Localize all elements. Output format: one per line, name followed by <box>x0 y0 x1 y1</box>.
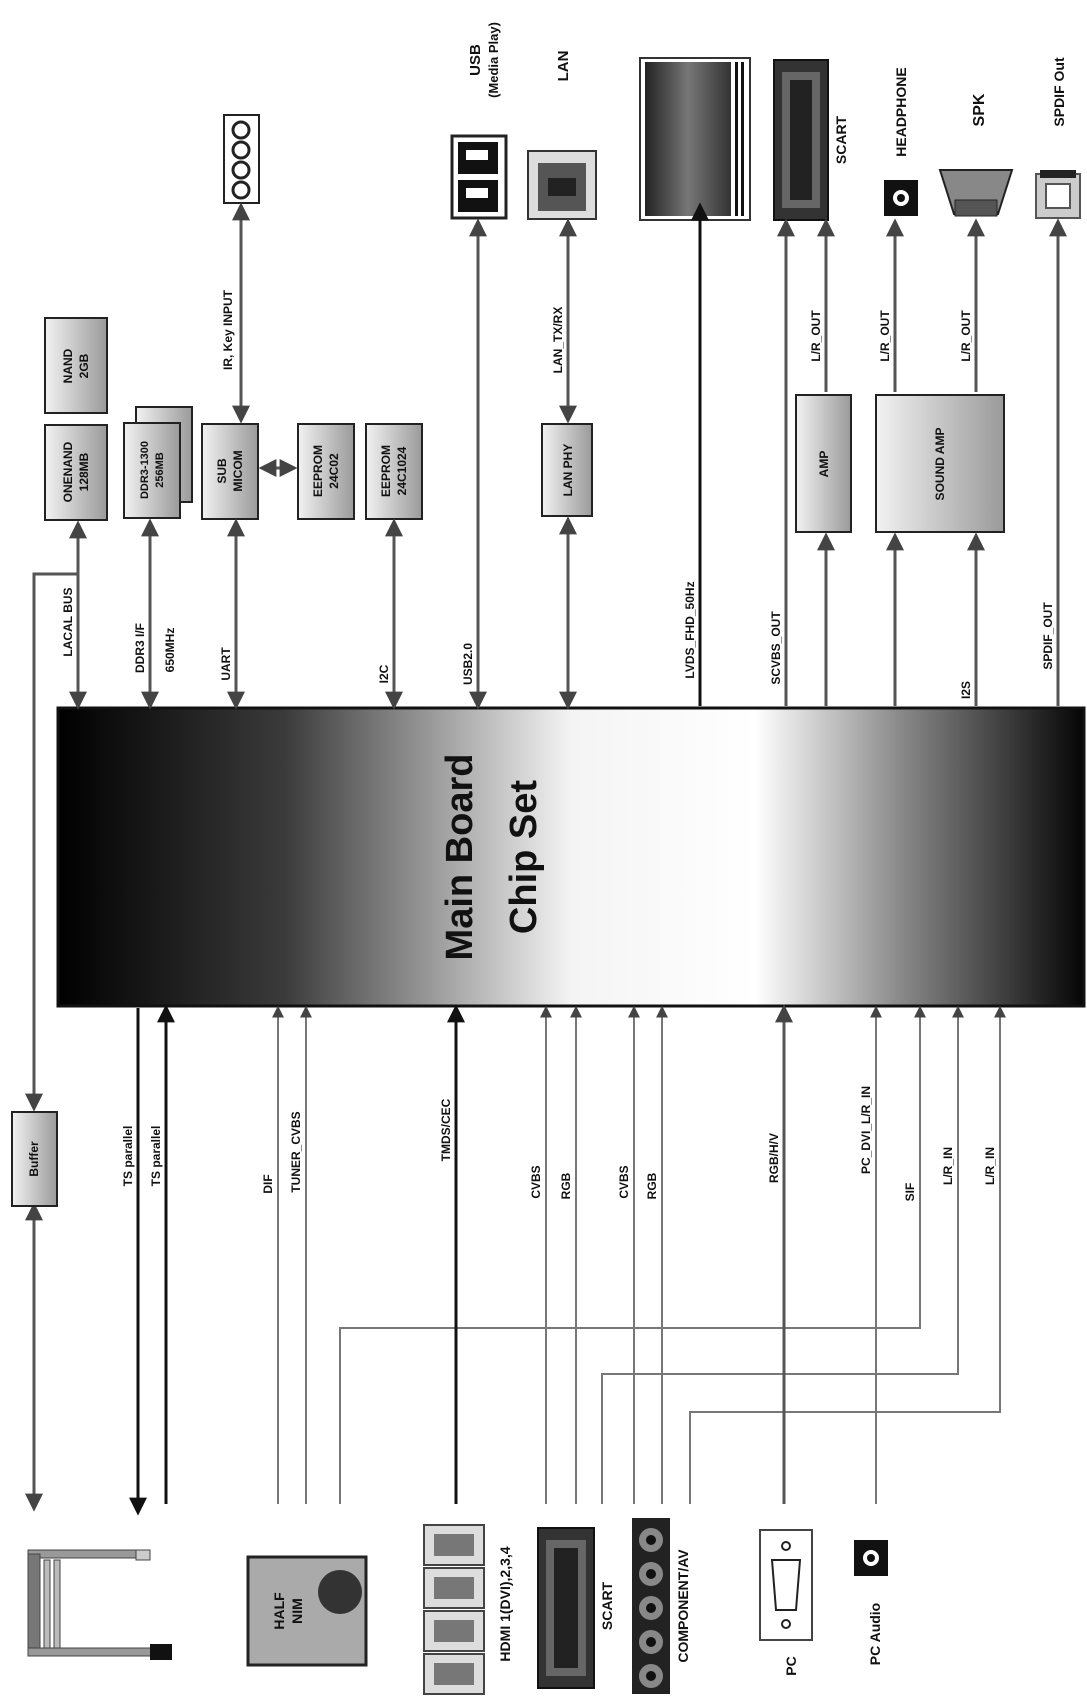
main-chip-title-line2: Chip Set <box>503 780 545 934</box>
i2c-label: I2C <box>377 664 391 683</box>
half-nim-line2: NIM <box>289 1598 305 1624</box>
eeprom2-box: EEPROM 24C1024 <box>365 423 423 520</box>
display-panel-icon <box>639 57 751 221</box>
lan-txrx-label: LAN_TX/RX <box>551 307 565 374</box>
usb20-label: USB2.0 <box>461 643 475 685</box>
hdmi-ports-icon <box>423 1524 485 1695</box>
onenand-box: ONENAND 128MB <box>44 424 108 521</box>
top-signal-labels: LACAL BUS DDR3 I/F 650MHz UART I2C USB2.… <box>61 307 1055 699</box>
scvbs-out-label: SCVBS_OUT <box>769 611 783 685</box>
ts-parallel-2-label: TS parallel <box>149 1126 163 1187</box>
ci-slot-icon <box>27 1549 172 1660</box>
eeprom1-line2: 24C02 <box>327 453 341 489</box>
spdif-port-icon <box>1035 170 1081 219</box>
ir-key-connector-icon <box>223 114 260 204</box>
pc-audio-jack-icon <box>854 1540 888 1576</box>
scart-out-label: SCART <box>833 115 849 164</box>
top-wires <box>25 202 1067 1112</box>
spk-label: SPK <box>971 93 988 126</box>
main-chip: Main Board Chip Set <box>56 706 1086 1008</box>
ddr-box: DDR3-1300 256MB <box>123 406 193 519</box>
ddr-if-label: DDR3 I/F <box>133 623 147 673</box>
usb-label: USB <box>467 44 484 76</box>
ts-parallel-1-label: TS parallel <box>121 1126 135 1187</box>
sub-micom-box: SUB MICOM <box>201 423 259 520</box>
lan-label: LAN <box>555 51 572 82</box>
lan-phy-label: LAN PHY <box>561 444 575 497</box>
lvds-label: LVDS_FHD_50Hz <box>683 581 697 678</box>
hdmi-label: HDMI 1(DVI),2,3,4 <box>497 1546 513 1661</box>
tuner-cvbs-label: TUNER_CVBS <box>289 1111 303 1192</box>
headphone-lr-out-label: L/R_OUT <box>878 310 892 362</box>
mhz-label: 650MHz <box>163 628 177 673</box>
uart-label: UART <box>219 647 233 681</box>
spdif-out-label: SPDIF Out <box>1051 57 1067 127</box>
lr-in-2-label: L/R_IN <box>983 1147 997 1185</box>
scart-out-icon <box>773 59 829 221</box>
sound-amp-label: SOUND AMP <box>933 428 947 501</box>
onenand-line2: 128MB <box>77 452 91 491</box>
lan-phy-box: LAN PHY <box>541 423 593 517</box>
pc-label: PC <box>783 1656 799 1675</box>
bottom-wires <box>25 1004 1006 1516</box>
spdif-out-signal-label: SPDIF_OUT <box>1041 602 1055 670</box>
sound-amp-box: SOUND AMP <box>875 394 1005 533</box>
rgb-hv-label: RGB/H/V <box>767 1133 781 1183</box>
nand-box: NAND 2GB <box>44 317 108 414</box>
amp-box: AMP <box>795 394 852 533</box>
headphone-label: HEADPHONE <box>893 67 909 156</box>
scart-cvbs-label: CVBS <box>529 1165 543 1198</box>
pc-dvi-lr-in-label: PC_DVI_L/R_IN <box>859 1086 873 1174</box>
speaker-icon <box>938 169 1014 217</box>
sub-micom-line1: SUB <box>215 458 229 484</box>
lr-in-1-label: L/R_IN <box>941 1147 955 1185</box>
amp-label: AMP <box>817 451 831 478</box>
amp-lr-out-label: L/R_OUT <box>809 310 823 362</box>
onenand-line1: ONENAND <box>61 441 75 502</box>
headphone-jack-icon <box>884 180 918 216</box>
half-nim-line1: HALF <box>271 1592 287 1630</box>
scart-in-icon <box>537 1527 595 1689</box>
buffer-box: Buffer <box>11 1111 58 1207</box>
tmds-cec-label: TMDS/CEC <box>439 1098 453 1161</box>
local-bus-label: LACAL BUS <box>61 587 75 656</box>
component-av-jacks-icon <box>632 1518 670 1694</box>
bottom-signal-labels: TS parallel TS parallel DIF TUNER_CVBS T… <box>121 1086 997 1201</box>
half-nim-box: HALF NIM <box>246 1555 368 1667</box>
spk-lr-out-label: L/R_OUT <box>959 310 973 362</box>
sif-label: SIF <box>903 1183 917 1202</box>
nand-line2: 2GB <box>77 353 91 378</box>
usb-sub-label: (Media Play) <box>486 22 501 98</box>
i2s-label: I2S <box>959 681 973 699</box>
component-cvbs-label: CVBS <box>617 1165 631 1198</box>
nand-line1: NAND <box>61 348 75 383</box>
eeprom1-line1: EEPROM <box>311 445 325 497</box>
eeprom2-line2: 24C1024 <box>395 446 409 495</box>
eeprom1-box: EEPROM 24C02 <box>297 423 355 520</box>
ddr-line2: 256MB <box>154 452 166 488</box>
sub-micom-line2: MICOM <box>231 450 245 491</box>
lan-port-icon <box>527 150 597 220</box>
scart-in-label: SCART <box>599 1581 615 1630</box>
dif-label: DIF <box>261 1174 275 1193</box>
ddr-line1: DDR3-1300 <box>139 441 151 499</box>
component-av-label: COMPONENT/AV <box>675 1549 691 1663</box>
buffer-label: Buffer <box>27 1141 41 1177</box>
component-rgb-label: RGB <box>645 1172 659 1199</box>
main-chip-title-line1: Main Board <box>439 754 481 961</box>
pc-audio-label: PC Audio <box>867 1603 883 1665</box>
ir-key-label: IR, Key INPUT <box>221 289 235 370</box>
eeprom2-line1: EEPROM <box>379 445 393 497</box>
pc-vga-port-icon <box>759 1529 813 1641</box>
scart-rgb-label: RGB <box>559 1172 573 1199</box>
usb-port-icon <box>450 134 508 220</box>
